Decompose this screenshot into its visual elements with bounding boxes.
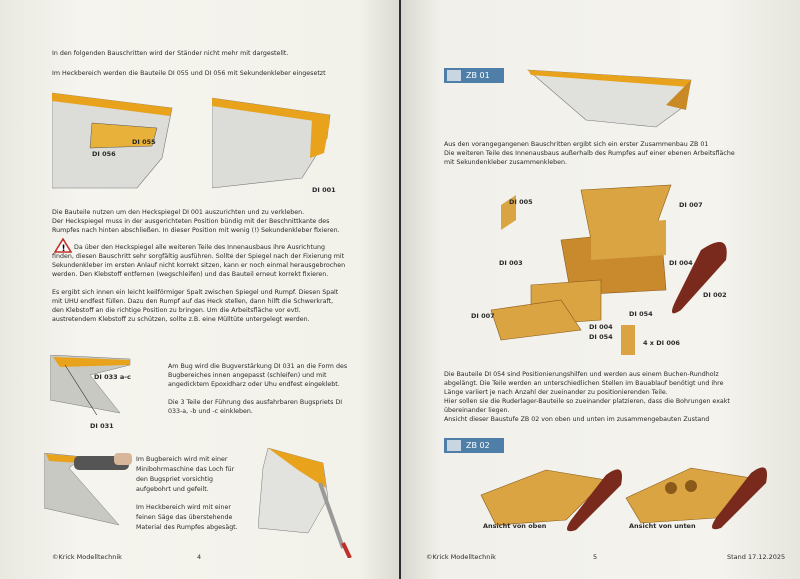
label-di031: DI 031 — [90, 422, 114, 430]
page-number: 4 — [197, 553, 202, 561]
text-line: Die Bauteile DI 054 sind Positionierungs… — [444, 371, 719, 378]
left-page: In den folgenden Bauschritten wird der S… — [0, 0, 399, 579]
exploded-assembly-figure — [490, 184, 727, 355]
zb01-hull-figure — [527, 69, 692, 128]
text-line: Am Bug wird die Bugverstärkung DI 031 an… — [168, 363, 348, 370]
text-line: den Klebstoff an die richtige Position z… — [52, 307, 301, 314]
label-di055: DI 055 — [132, 138, 156, 146]
label-di007-top: DI 007 — [679, 201, 703, 209]
label-di054: DI 054 — [629, 310, 653, 318]
footer-date: Stand 17.12.2025 — [727, 553, 786, 561]
text-line: Ansicht dieser Baustufe ZB 02 von oben u… — [444, 416, 710, 423]
intro-line: In den folgenden Bauschritten wird der S… — [52, 50, 289, 57]
label-di003: DI 003 — [499, 259, 523, 267]
text-line: werden. Den Klebstoff entfernen (wegschl… — [52, 271, 329, 278]
text-line: aufgebohrt und gefeilt. — [136, 486, 209, 493]
warning-icon: ! — [54, 238, 72, 253]
text-line: mit UHU endfest füllen. Dazu den Rumpf a… — [52, 298, 334, 305]
footer-copyright: ©Krick Modelltechnik — [426, 553, 496, 561]
text-line: finden, diesen Bauschritt sehr sorgfälti… — [52, 253, 345, 260]
text-line: Die weiteren Teile des Innenausbaus auße… — [444, 150, 735, 157]
text-line: Es ergibt sich innen ein leicht keilförm… — [52, 289, 339, 296]
label-di001: DI 001 — [312, 186, 336, 194]
bow-figure — [50, 355, 131, 415]
stern-hull-figure-2 — [212, 97, 331, 189]
text-line: Im Heckbereich wird mit einer — [136, 504, 231, 511]
label-di004-bottom: DI 004 — [589, 323, 613, 331]
text-line: Sekundenkleber im ersten Anlauf nicht ko… — [52, 262, 346, 269]
text-line: den Bugspriet vorsichtig — [136, 476, 213, 483]
text-line: Rumpfes nach hinten abschließen. In dies… — [52, 227, 340, 234]
label-di007-bottom: DI 007 — [471, 312, 495, 320]
caption-view-bottom: Ansicht von unten — [629, 522, 696, 530]
label-di054-2: DI 054 — [589, 333, 613, 341]
text-line: Material des Rumpfes abgesägt. — [136, 524, 238, 531]
zb01-badge: ZB 01 — [444, 68, 504, 83]
label-di006: 4 x DI 006 — [643, 339, 680, 347]
label-di002: DI 002 — [703, 291, 727, 299]
text-line: Die 3 Teile der Führung des ausfahrbaren… — [168, 399, 343, 406]
label-di056: DI 056 — [92, 150, 116, 158]
caption-view-top: Ansicht von oben — [483, 522, 547, 530]
text-line: Länge variiert je nach Anzahl der zueina… — [444, 389, 668, 396]
text-line: übereinander liegen. — [444, 407, 510, 414]
text-line: angedicktem Epoxidharz oder Uhu endfest … — [168, 381, 340, 388]
label-di033: DI 033 a-c — [94, 373, 131, 381]
footer-copyright: ©Krick Modelltechnik — [52, 553, 122, 561]
text-line: 033-a, -b und -c einkleben. — [168, 408, 253, 415]
text-line: Hier sollen sie die Ruderlager-Bauteile … — [444, 398, 730, 405]
text-line: Im Bugbereich wird mit einer — [136, 456, 228, 463]
text-line: mit Sekundenkleber zusammenkleben. — [444, 159, 567, 166]
intro-line: Im Heckbereich werden die Bauteile DI 05… — [52, 70, 326, 77]
text-line: Aus den vorangegangenen Bauschritten erg… — [444, 141, 709, 148]
svg-text:!: ! — [62, 244, 66, 253]
text-line: Da über den Heckspiegel alle weiteren Te… — [74, 244, 325, 251]
page-number: 5 — [593, 553, 598, 561]
zb02-badge: ZB 02 — [444, 438, 504, 453]
text-line: austretendem Klebstoff zu schützen, soll… — [52, 316, 310, 323]
zb02-bottom-view-figure — [625, 467, 767, 530]
text-line: feinen Säge das überstehende — [136, 514, 233, 521]
drill-figure — [44, 453, 132, 526]
text-line: Der Heckspiegel muss in der ausgerichtet… — [52, 218, 330, 225]
saw-figure — [258, 448, 352, 558]
zb02-top-view-figure — [480, 469, 622, 532]
text-line: Die Bauteile nutzen um den Heckspiegel D… — [52, 209, 305, 216]
right-page: ZB 01 Aus den vorangegangenen Bauschritt… — [401, 0, 800, 579]
label-di004-right: DI 004 — [669, 259, 693, 267]
text-line: abgelängt. Die Teile werden an unterschi… — [444, 380, 724, 387]
text-line: Bugbereiches innen angepasst (schleifen)… — [168, 372, 327, 379]
text-line: Minibohrmaschine das Loch für — [136, 466, 235, 473]
label-di005: DI 005 — [509, 198, 533, 206]
stern-hull-figure-1 — [52, 92, 173, 189]
